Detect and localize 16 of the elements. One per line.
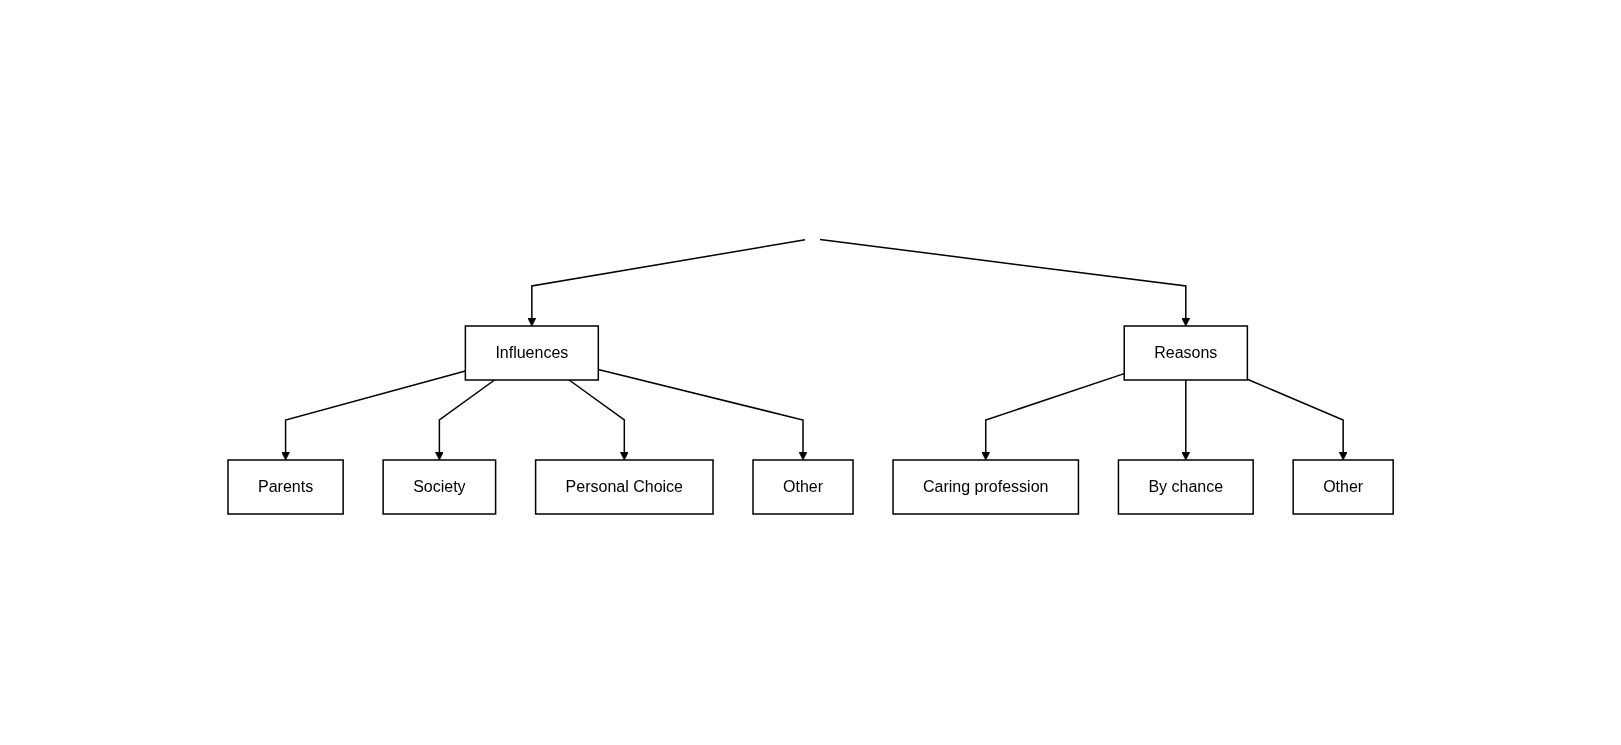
node-box: Society: [382, 459, 497, 515]
arrow: [568, 379, 629, 461]
node-box: Influences: [464, 325, 599, 381]
node-box: Other: [1292, 459, 1394, 515]
node-box: Personal Choice: [534, 459, 714, 515]
node-box: Other: [752, 459, 854, 515]
node-box: By chance: [1117, 459, 1254, 515]
arrow: [981, 372, 1125, 461]
node-box: Parents: [227, 459, 344, 515]
arrow: [819, 238, 1191, 327]
node-box: Reasons: [1123, 325, 1249, 381]
arrow: [527, 239, 806, 327]
arrow: [434, 379, 496, 461]
arrow: [1246, 378, 1348, 461]
node-box: Caring profession: [892, 459, 1080, 515]
arrow: [1181, 379, 1191, 461]
